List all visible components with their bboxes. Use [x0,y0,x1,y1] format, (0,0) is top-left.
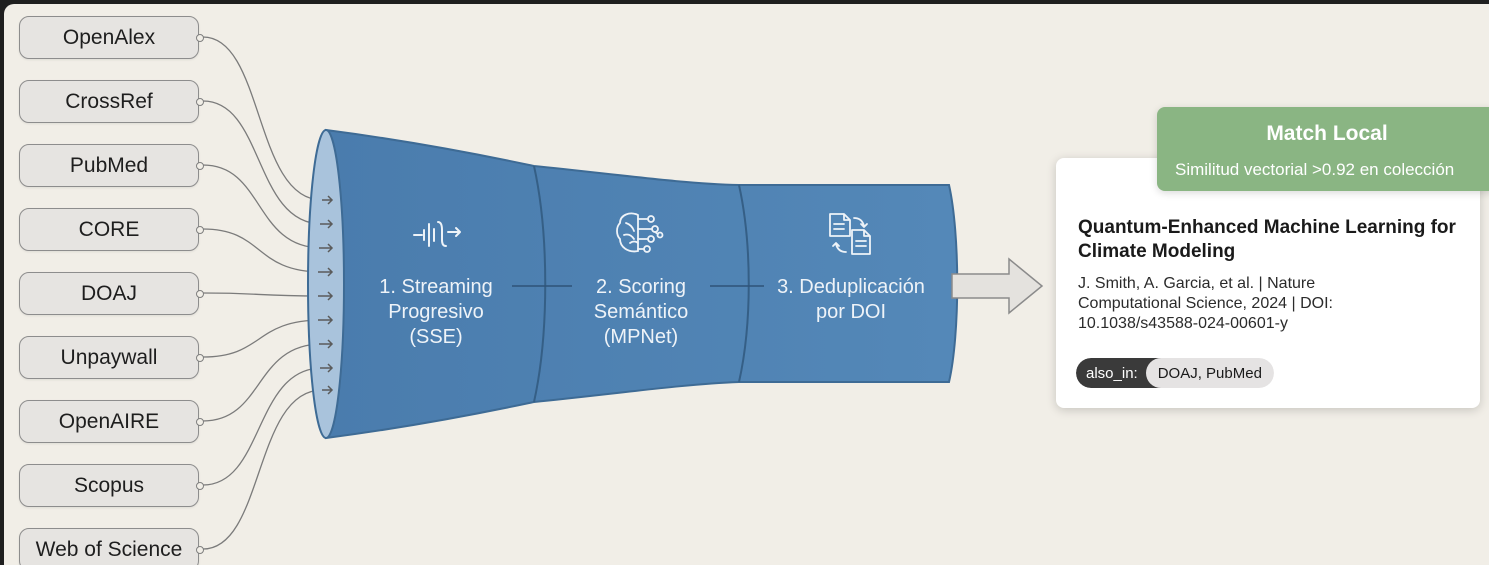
match-subtitle: Similitud vectorial >0.92 en colección [1175,160,1455,179]
source-core: CORE [19,208,204,251]
result-card: Quantum-Enhanced Machine Learning for Cl… [1056,158,1480,408]
stage-line: Semántico [593,301,689,323]
stage-line: Progresivo [388,301,484,323]
source-label: PubMed [69,153,149,177]
source-connectors [202,36,323,550]
stage-line: (MPNet) [603,326,679,348]
source-web-of-science: Web of Science [19,528,204,565]
inlet-arrows [318,195,334,395]
pipeline-funnel [307,128,1044,440]
also-in-tag: also_in: DOAJ, PubMed [1076,358,1274,388]
source-label: Unpaywall [60,345,158,369]
source-scopus: Scopus [19,464,204,507]
connector-dot [196,289,204,298]
stage-line: (SSE) [409,326,463,348]
tag-value: DOAJ, PubMed [1145,358,1274,388]
paper-title: Quantum-Enhanced Machine Learning for Cl… [1078,217,1456,262]
source-label: OpenAIRE [58,409,160,433]
tag-key: also_in: [1076,358,1162,388]
connector-wire [202,319,323,358]
source-label: CORE [78,217,140,241]
connector-wire [202,36,323,201]
connector-dot [196,97,204,106]
stage-line: 3. Deduplicación [777,276,925,298]
connector-dot [196,353,204,362]
output-arrow [951,257,1044,315]
diagram-canvas: OpenAlex CrossRef PubMed CORE DOAJ Unpay… [4,4,1489,565]
source-label: OpenAlex [62,25,156,49]
source-label: CrossRef [65,89,153,113]
source-pubmed: PubMed [19,144,204,187]
stage-line: 1. Streaming [379,276,493,298]
stage-divider [738,184,750,383]
connector-wire [202,100,323,225]
connector-wire [202,343,323,422]
source-label: DOAJ [80,281,137,305]
source-openalex: OpenAlex [19,16,204,59]
stage-1-label: 1. Streaming Progresivo (SSE) [362,275,510,350]
source-label: Scopus [73,473,145,497]
waveform-icon [413,221,461,247]
source-label: Web of Science [35,537,183,561]
stage-3-label: 3. Deduplicación por DOI [758,275,944,325]
connector-wire [202,164,323,249]
stage-line: por DOI [815,301,887,323]
brain-circuit-icon [616,212,664,253]
documents-swap-icon [829,213,871,255]
source-openaire: OpenAIRE [19,400,204,443]
connector-dot [196,481,204,490]
stage-divider [533,165,547,403]
match-title: Match Local [1266,122,1388,145]
match-local-badge: Match Local Similitud vectorial >0.92 en… [1157,107,1489,191]
funnel-mouth [307,129,345,439]
connector-wire [202,367,323,486]
connector-dot [196,417,204,426]
connector-wire [202,292,323,297]
connector-dot [196,225,204,234]
source-unpaywall: Unpaywall [19,336,204,379]
connector-dot [196,545,204,554]
connector-dot [196,161,204,170]
stage-line: 2. Scoring [595,276,687,298]
connector-wire [202,228,323,273]
connector-wire [202,389,323,550]
paper-meta: J. Smith, A. Garcia, et al. | Nature Com… [1078,275,1333,332]
source-crossref: CrossRef [19,80,204,123]
source-doaj: DOAJ [19,272,204,315]
stage-2-label: 2. Scoring Semántico (MPNet) [566,275,716,350]
connector-dot [196,33,204,42]
